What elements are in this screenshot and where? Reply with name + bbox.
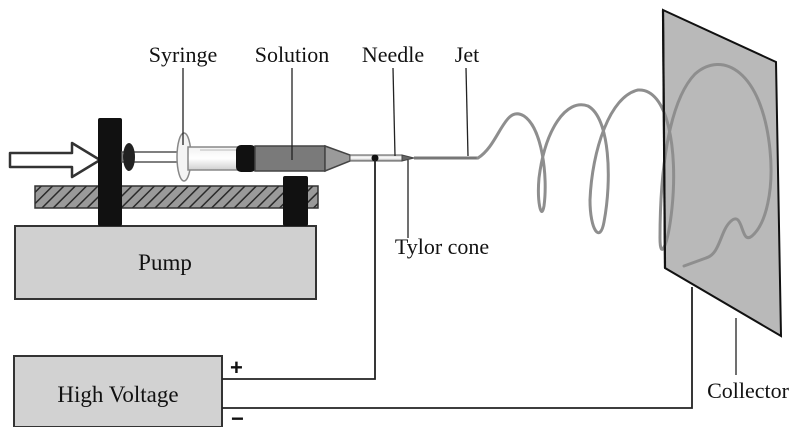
push-arrow	[8, 141, 102, 179]
negative-terminal: −	[231, 406, 244, 427]
needle-contact	[371, 154, 379, 162]
pump-rail	[34, 185, 319, 209]
taylor-cone	[401, 154, 415, 162]
wiring	[222, 160, 693, 409]
solution	[254, 144, 351, 173]
plunger-stopper	[236, 145, 256, 172]
pump-clamp-right	[283, 176, 308, 226]
collector-plate	[661, 8, 783, 338]
pump-clamp-left	[98, 118, 122, 226]
plunger-thumb	[123, 143, 135, 171]
syringe-label: Syringe	[149, 42, 217, 67]
needle-leader	[392, 67, 396, 157]
pump: Pump	[14, 225, 317, 300]
positive-terminal: +	[230, 355, 243, 380]
pump-label: Pump	[138, 250, 192, 275]
needle-label: Needle	[362, 42, 424, 67]
negative-wire	[222, 287, 693, 409]
high-voltage-box	[13, 355, 223, 427]
solution-fill	[254, 145, 326, 172]
pump-body	[14, 225, 317, 300]
high-voltage-label: High Voltage	[57, 382, 178, 407]
jet-whipping	[476, 63, 773, 268]
taylor-cone-label: Tylor cone	[395, 234, 489, 259]
leader-lines	[182, 67, 737, 375]
collector-label: Collector	[707, 378, 790, 403]
jet-label: Jet	[455, 42, 479, 67]
high-voltage-supply: High Voltage	[13, 355, 223, 427]
positive-wire	[222, 160, 376, 380]
jet-leader	[465, 67, 469, 157]
solution-label: Solution	[255, 42, 330, 67]
syringe-tip	[324, 144, 351, 173]
